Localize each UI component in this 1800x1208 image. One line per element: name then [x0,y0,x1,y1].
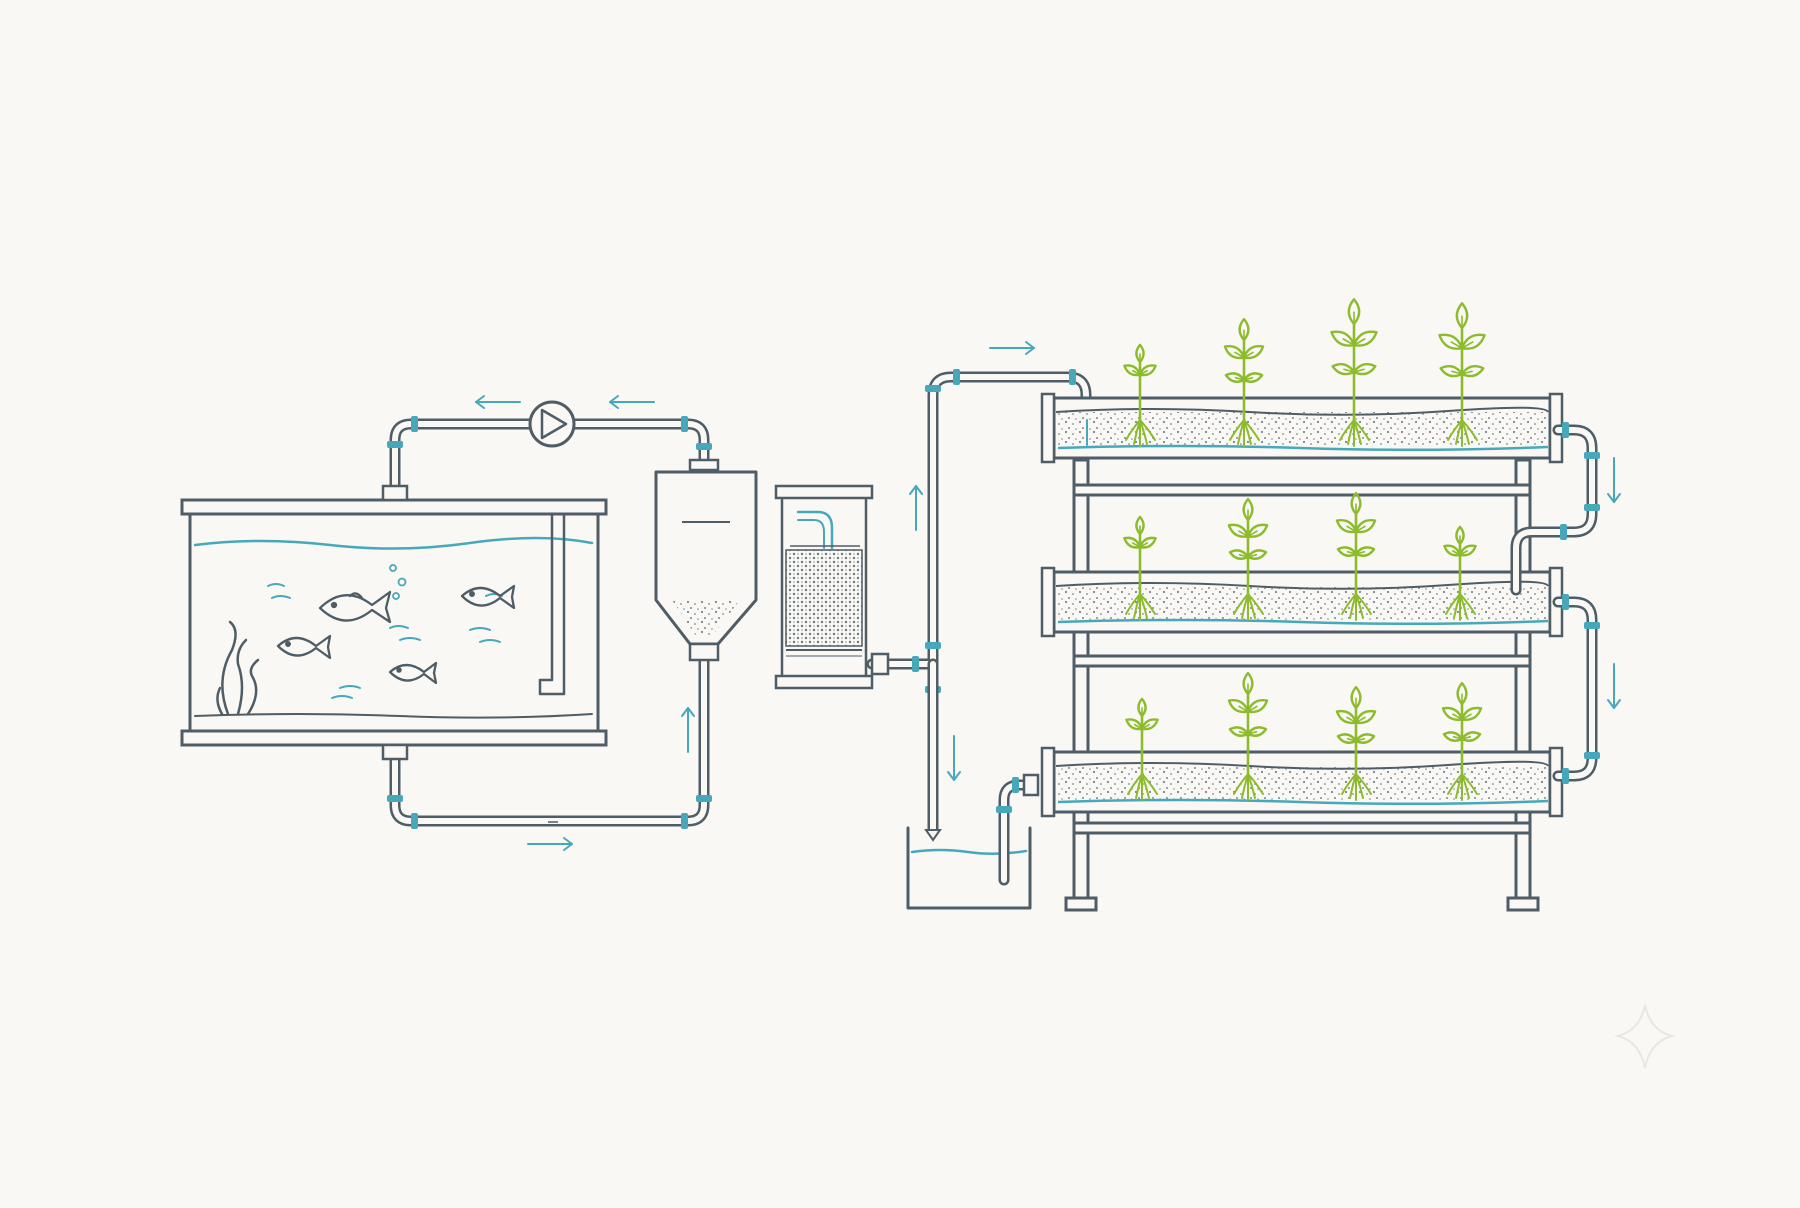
pump-return-pipe [381,400,712,502]
fish-icon [388,661,438,685]
flow-arrow-right-icon [989,341,1035,355]
grow-bed [1040,298,1564,464]
plant-icon [1330,298,1378,447]
standpipe [538,512,566,696]
grow-bed [1040,491,1564,638]
plant-icon [1335,491,1377,621]
flow-arrow-down-icon [947,735,961,781]
settling-tank [654,458,758,662]
bubbles-icon [389,564,407,600]
fish-tank-floor-line [194,713,593,719]
grow-media [1056,412,1548,446]
flow-arrow-up-icon [681,707,695,753]
fish-icon [276,634,332,660]
plant-icon [1438,302,1486,447]
plant-icon [1227,671,1269,801]
biofilter [774,484,874,690]
flow-arrow-down-icon [1607,663,1621,709]
flow-arrow-left-icon [475,395,521,409]
plant-icon [1123,343,1157,447]
sump-down-pipe [924,658,942,842]
sump-tank [906,773,1040,910]
aquatic-plant-icon [216,620,260,716]
water-ripples [267,583,503,699]
fish-tank-water-surface [193,536,594,550]
tank-drain-pipe [381,654,712,829]
pipe-couplings [387,416,712,450]
grow-media [1056,586,1548,620]
flow-arrow-right-icon [527,837,573,851]
fish-tank [180,498,608,747]
fish-icon [460,584,516,610]
plant-icon [1335,685,1377,801]
sediment [672,600,740,636]
flow-arrow-down-icon [1607,457,1621,503]
flow-arrows [475,341,1621,851]
bed-overflow-pipes [1086,419,1600,784]
plant-icon [1441,681,1483,801]
plant-icon [1223,317,1265,447]
sparkle-icon [1614,1004,1676,1069]
plant-icon [1443,525,1477,621]
filter-media [785,549,863,647]
fish-icon [318,590,392,624]
plant-icon [1123,515,1157,621]
grow-media [1056,766,1548,800]
fish-tank-base [180,729,608,747]
grow-bed [1040,671,1564,818]
flow-arrow-up-icon [909,485,923,531]
flow-arrow-left-icon [609,395,655,409]
plant-icon [1227,497,1269,621]
pump-icon [528,400,576,448]
plant-icon [1125,697,1159,801]
fish-tank-rim [180,498,608,516]
